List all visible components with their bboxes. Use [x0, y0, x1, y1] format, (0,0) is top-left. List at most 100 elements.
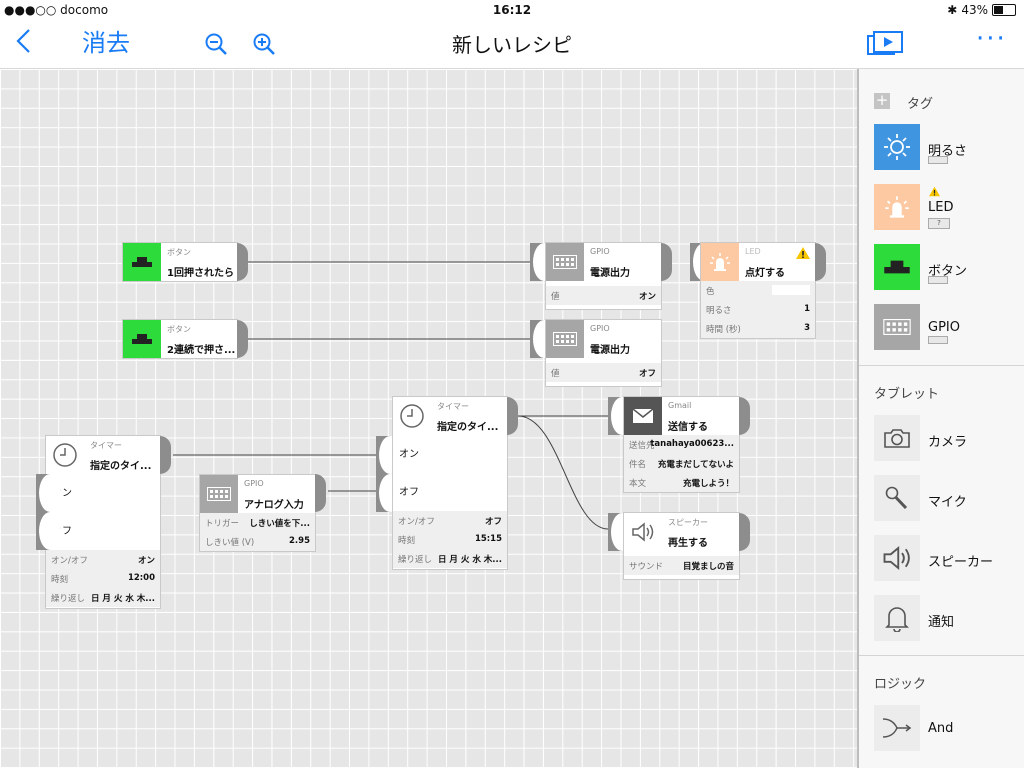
- gpio-icon: [874, 304, 920, 350]
- output-port[interactable]: [315, 474, 326, 512]
- clear-button[interactable]: 消去: [82, 29, 130, 57]
- add-tag-icon[interactable]: +: [874, 91, 890, 109]
- param-row[interactable]: トリガーしきい値を下...: [205, 519, 310, 529]
- node-button-1[interactable]: ボタン 1回押されたら: [123, 243, 237, 281]
- led-icon: [874, 184, 920, 230]
- param-row[interactable]: しきい値 (V)2.95: [205, 536, 310, 548]
- param-row[interactable]: 色: [701, 281, 815, 300]
- output-port[interactable]: [507, 397, 518, 435]
- node-action: 点灯する: [745, 268, 785, 279]
- more-icon: ···: [976, 24, 1007, 54]
- palette-item-brightness[interactable]: 明るさ: [874, 124, 1024, 178]
- clock-icon: [46, 436, 84, 474]
- input-port-off[interactable]: [36, 512, 61, 550]
- gpio-icon: [200, 475, 238, 513]
- and-icon: [874, 705, 920, 751]
- param-row[interactable]: 本文充電しよう！: [629, 479, 734, 489]
- chevron-left-icon: [16, 29, 30, 53]
- tag-title: タグ: [907, 97, 934, 112]
- output-port[interactable]: [237, 320, 248, 358]
- connection-wires: [173, 261, 609, 530]
- node-gpio-1[interactable]: GPIO 電源出力 値オン: [546, 243, 661, 309]
- zoom-out-button[interactable]: [204, 32, 230, 65]
- battery-icon: [992, 4, 1016, 16]
- palette-item-led[interactable]: LED ?: [874, 184, 1024, 238]
- node-gpio-3[interactable]: GPIO アナログ入力 トリガーしきい値を下... しきい値 (V)2.95: [200, 475, 315, 551]
- param-row[interactable]: オン/オフオフ: [398, 517, 502, 527]
- camera-icon: [874, 415, 920, 461]
- back-button[interactable]: [14, 26, 34, 63]
- input-port-on[interactable]: [36, 474, 61, 512]
- node-action: 再生する: [668, 538, 708, 549]
- output-port[interactable]: [661, 243, 672, 281]
- color-swatch: [772, 285, 810, 295]
- more-button[interactable]: ···: [976, 24, 1007, 54]
- unknown-badge: ?: [928, 218, 950, 229]
- palette-item-speaker[interactable]: スピーカー: [874, 535, 1024, 589]
- node-type: GPIO: [244, 479, 264, 488]
- battery-fill: [994, 6, 1003, 14]
- input-port-off[interactable]: [376, 474, 401, 512]
- node-speaker[interactable]: スピーカー 再生する サウンド目覚ましの音: [624, 513, 739, 579]
- input-port[interactable]: [608, 513, 633, 551]
- tablet-section-title: タブレット: [874, 387, 940, 402]
- mic-icon: [874, 475, 920, 521]
- param-row[interactable]: 繰り返し日 月 火 水 木...: [51, 594, 155, 604]
- slideshow-button[interactable]: [866, 30, 904, 65]
- node-button-2[interactable]: ボタン 2連続で押さ...: [123, 320, 237, 358]
- input-port[interactable]: [530, 320, 555, 358]
- palette-item-button[interactable]: ボタン: [874, 244, 1024, 298]
- param-row[interactable]: 値オン: [551, 292, 656, 302]
- battery-icon: [928, 276, 948, 284]
- node-action: 電源出力: [590, 268, 630, 279]
- palette-item-mic[interactable]: マイク: [874, 475, 1024, 529]
- trigger-off: オフ: [399, 487, 419, 498]
- output-port[interactable]: [237, 243, 248, 281]
- node-type: スピーカー: [668, 518, 708, 527]
- battery-percent: 43%: [961, 3, 988, 17]
- logic-section-title: ロジック: [874, 677, 927, 692]
- slideshow-icon: [867, 31, 903, 55]
- output-port[interactable]: [160, 436, 171, 474]
- warning-icon: [929, 186, 940, 197]
- param-row[interactable]: サウンド目覚ましの音: [629, 562, 734, 572]
- param-row[interactable]: 件名充電まだしてないよ: [629, 460, 734, 470]
- clock: 16:12: [492, 3, 532, 17]
- node-action: 指定のタイ...: [90, 461, 152, 472]
- warning-icon: [796, 247, 810, 259]
- output-port[interactable]: [815, 243, 826, 281]
- palette-item-notification[interactable]: 通知: [874, 595, 1024, 649]
- button-icon: [874, 244, 920, 290]
- palette-item-camera[interactable]: カメラ: [874, 415, 1024, 469]
- recipe-canvas[interactable]: ボタン 1回押されたら ボタン 2連続で押さ... GPIO 電源出力 値オン …: [0, 69, 857, 768]
- output-port[interactable]: [739, 513, 750, 551]
- battery-icon: [928, 336, 948, 344]
- input-port[interactable]: [530, 243, 555, 281]
- node-type: ボタン: [167, 325, 191, 334]
- zoom-in-button[interactable]: [252, 32, 278, 65]
- param-row[interactable]: 時間 (秒)3: [706, 323, 810, 335]
- param-row[interactable]: オン/オフオン: [51, 556, 155, 566]
- bell-icon: [874, 595, 920, 641]
- input-port[interactable]: [608, 397, 633, 435]
- node-gpio-2[interactable]: GPIO 電源出力 値オフ: [546, 320, 661, 386]
- node-action: 1回押されたら: [167, 268, 234, 279]
- battery-icon: [928, 156, 948, 164]
- palette-item-and[interactable]: And: [874, 705, 1024, 759]
- output-port[interactable]: [739, 397, 750, 435]
- speaker-icon: [624, 513, 662, 551]
- input-port-on[interactable]: [376, 436, 401, 474]
- zoom-out-icon: [205, 33, 227, 55]
- param-row[interactable]: 値オフ: [551, 369, 656, 379]
- param-row[interactable]: 繰り返し日 月 火 水 木...: [398, 555, 502, 565]
- palette-item-gpio[interactable]: GPIO: [874, 304, 1024, 358]
- button-icon: [123, 243, 161, 281]
